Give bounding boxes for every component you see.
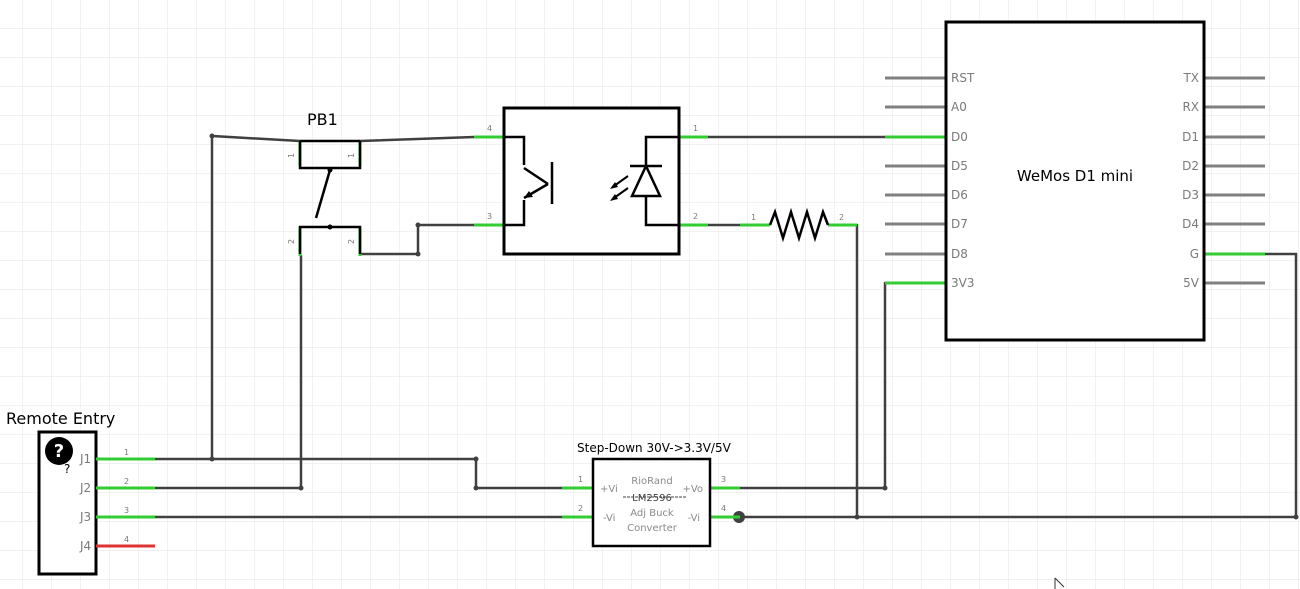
converter-pin-number: 3	[721, 475, 726, 484]
junction-dot	[209, 133, 215, 139]
resistor-pin-number: 2	[839, 213, 844, 222]
opto-pin-number: 4	[487, 124, 492, 133]
junction-dot	[854, 514, 860, 520]
wire-pb1-opto4	[358, 135, 476, 143]
converter-pin-vi-minus: -Vi	[603, 513, 615, 524]
unknown-part-mark: ?	[64, 462, 70, 476]
transistor-arrow-icon	[524, 191, 533, 198]
arrow-icon	[610, 182, 618, 189]
pb1-pin-number: 2	[347, 239, 356, 244]
pb1-label: PB1	[307, 110, 338, 129]
converter-pin-vi-plus: +Vi	[600, 484, 618, 495]
resistor-pin-number: 1	[751, 213, 756, 222]
wemos-left-pin-stubs	[885, 76, 946, 256]
converter-title: Step-Down 30V->3.3V/5V	[577, 441, 732, 455]
wemos-pin-g: G	[1190, 247, 1199, 261]
converter-pin-vo-minus: -Vi	[688, 513, 700, 524]
pb1-actuator	[314, 169, 332, 219]
wemos-pin-tx: TX	[1182, 71, 1199, 85]
remote-pin-number: 3	[124, 506, 129, 515]
wemos-pin-rst: RST	[951, 71, 975, 85]
converter-brand: RioRand	[631, 476, 672, 487]
remote-pin-number: 1	[124, 448, 129, 457]
wire-pb1-opto3	[358, 223, 476, 256]
wire-j1-converter	[210, 457, 564, 490]
pb1-pin-number: 2	[287, 239, 296, 244]
led-diode-icon	[630, 135, 679, 227]
pb1-pin-number: 1	[347, 153, 356, 158]
remote-pin-j1: J1	[79, 452, 91, 466]
junction-dot	[415, 251, 421, 257]
converter-pin-number: 2	[578, 504, 583, 513]
pushbutton-pb1[interactable]: PB1 1 1 2 2	[287, 110, 362, 256]
remote-pin-j4: J4	[79, 539, 91, 553]
wire-gnd-bus	[738, 252, 1298, 519]
converter-desc-2: Converter	[627, 523, 678, 534]
converter-chip: LM2596	[632, 493, 672, 504]
converter-desc-1: Adj Buck	[630, 508, 674, 519]
mouse-cursor-icon	[1054, 577, 1065, 589]
wemos-pin-d8: D8	[951, 247, 968, 261]
opto-pin-number: 1	[693, 124, 698, 133]
opto-body	[502, 106, 681, 256]
remote-pin-number: 2	[124, 477, 129, 486]
pb1-pivot	[327, 167, 333, 173]
wemos-pin-d3: D3	[1182, 188, 1199, 202]
junction-dot	[415, 222, 421, 228]
wemos-pin-d2: D2	[1182, 159, 1199, 173]
wemos-pin-5v: 5V	[1183, 276, 1200, 290]
svg-text:?: ?	[54, 441, 64, 462]
converter-pin-number: 1	[578, 475, 583, 484]
pb1-pivot	[327, 224, 333, 230]
remote-entry-title: Remote Entry	[6, 409, 115, 428]
opto-pin-number: 3	[487, 212, 492, 221]
junction-dot	[1293, 514, 1299, 520]
wemos-pin-d6: D6	[951, 188, 968, 202]
converter-body	[591, 457, 712, 548]
resistor-zigzag-icon	[768, 207, 830, 243]
resistor-part[interactable]: 1 2	[740, 207, 857, 243]
junction-dot	[298, 485, 304, 491]
wemos-pin-a0: A0	[951, 100, 967, 114]
wemos-d1-mini-part[interactable]: WeMos D1 mini RST A0 D0 D5 D6 D7 D8 3V3 …	[885, 20, 1265, 342]
junction-dot	[473, 456, 479, 462]
converter-pin-number: 4	[721, 504, 726, 513]
wemos-pin-d4: D4	[1182, 217, 1199, 231]
step-down-converter-part[interactable]: Step-Down 30V->3.3V/5V RioRand LM2596 Ad…	[562, 441, 740, 548]
arrow-icon	[610, 194, 618, 201]
question-icon: ?	[45, 437, 73, 465]
wemos-pin-rx: RX	[1182, 100, 1199, 114]
wemos-pin-3v3: 3V3	[951, 276, 974, 290]
converter-pin-vo-plus: +Vo	[682, 484, 703, 495]
opto-pin-number: 2	[693, 212, 698, 221]
remote-pin-j3: J3	[79, 510, 91, 524]
remote-entry-part[interactable]: Remote Entry ? ? J1 J2 J3 J4 1 2 3 4	[6, 409, 155, 576]
wemos-right-pin-stubs	[1204, 76, 1265, 285]
wemos-body	[944, 20, 1206, 342]
wemos-pin-d0: D0	[951, 130, 968, 144]
optocoupler-part[interactable]: 4 3 1 2	[474, 106, 708, 256]
junctions	[209, 133, 1299, 523]
wemos-pin-d7: D7	[951, 217, 968, 231]
remote-pin-number: 4	[124, 535, 129, 544]
wemos-pin-d1: D1	[1182, 130, 1199, 144]
pb1-pin-number: 1	[287, 153, 296, 158]
junction-dot	[473, 485, 479, 491]
junction-dot	[882, 485, 888, 491]
wemos-title: WeMos D1 mini	[1017, 167, 1133, 185]
wemos-pin-d5: D5	[951, 159, 968, 173]
junction-dot	[209, 456, 215, 462]
wire-j1-pb1	[153, 134, 302, 461]
remote-pin-j2: J2	[79, 481, 91, 495]
